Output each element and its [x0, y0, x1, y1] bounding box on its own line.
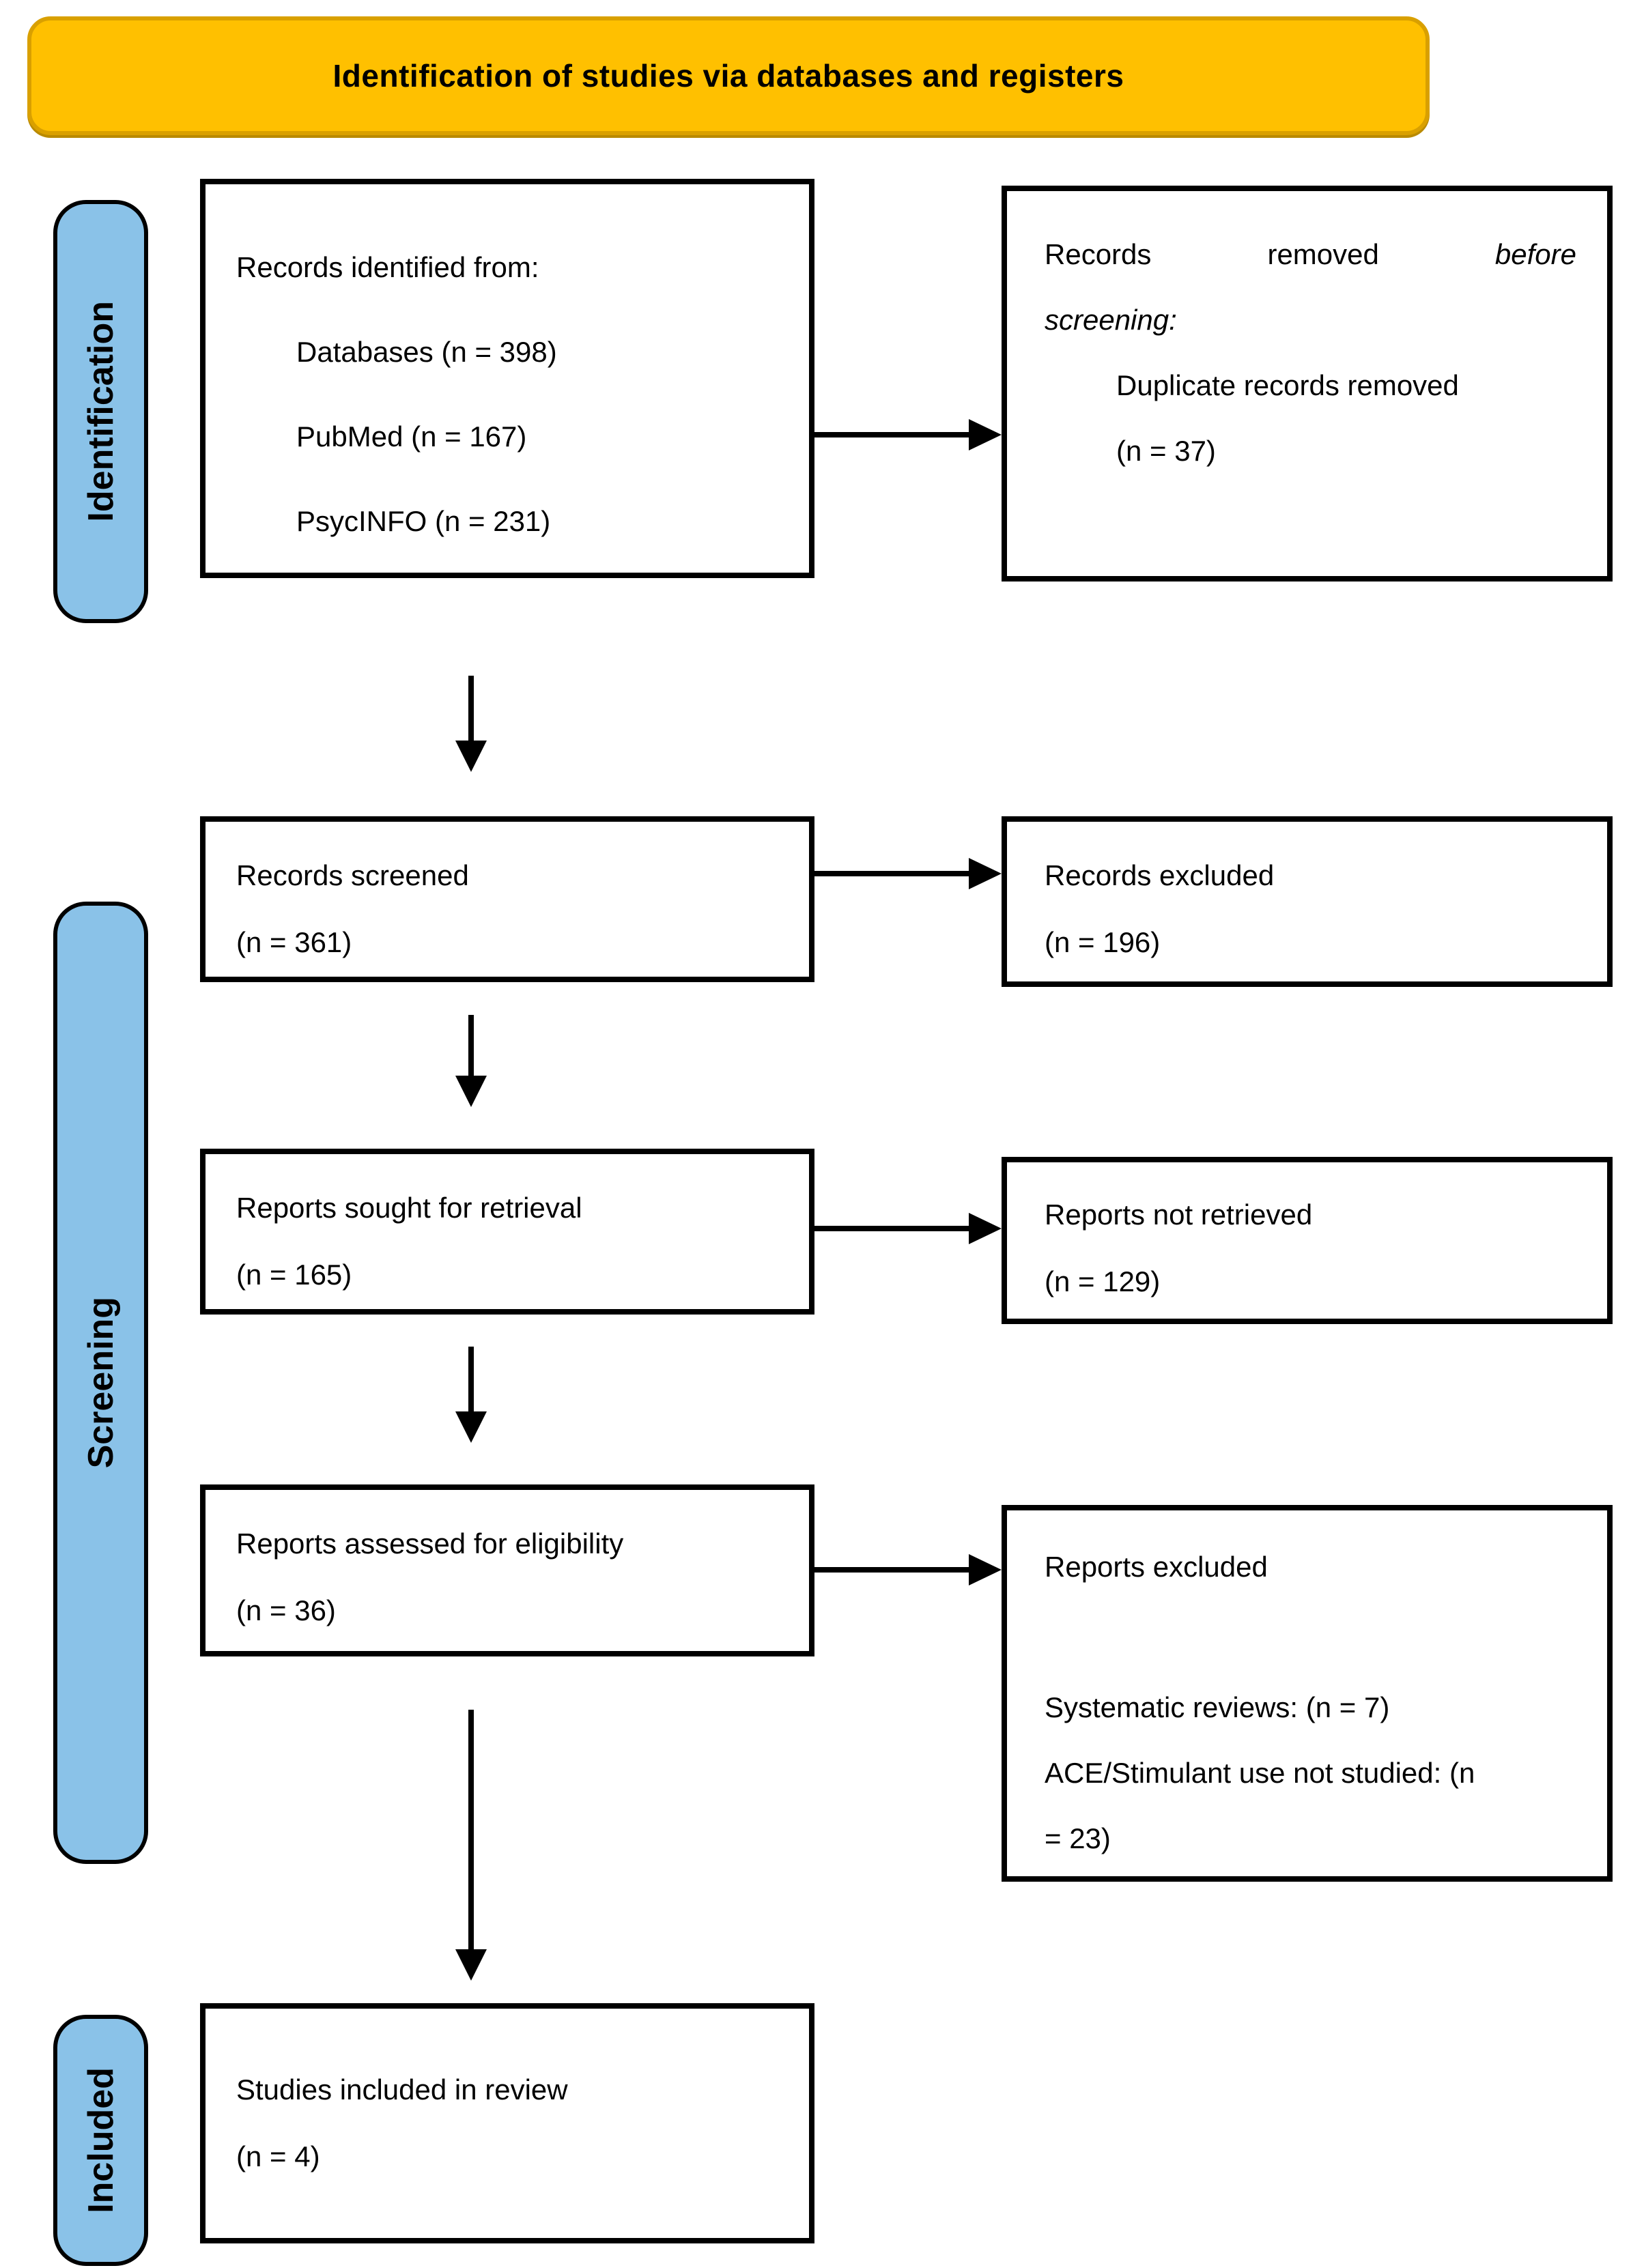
arrow-screened-to-excluded-line [814, 871, 970, 876]
records-identified-pubmed: PubMed (n = 167) [296, 420, 527, 453]
records-identified-title: Records identified from: [236, 251, 539, 283]
box-studies-included: Studies included in review (n = 4) [200, 2003, 814, 2243]
exclusion-reason-ace-stimulant-line2: = 23) [1045, 1822, 1111, 1854]
arrow-sought-to-not-retrieved-head [969, 1213, 1002, 1244]
reports-sought-label: Reports sought for retrieval [236, 1192, 582, 1224]
records-identified-psycinfo: PsycINFO (n = 231) [296, 505, 551, 537]
box-reports-excluded: Reports excluded Systematic reviews: (n … [1002, 1505, 1613, 1882]
records-identified-databases: Databases (n = 398) [296, 336, 557, 368]
records-excluded-label: Records excluded [1045, 859, 1275, 891]
records-removed-line2: screening: [1045, 304, 1177, 336]
records-removed-word3: before [1494, 238, 1576, 270]
studies-included-label: Studies included in review [236, 2073, 568, 2106]
box-records-removed: Records removed before screening: Duplic… [1002, 186, 1613, 582]
arrow-identified-to-removed-head [969, 419, 1002, 450]
arrow-assessed-to-excluded-head [969, 1554, 1002, 1585]
phase-label-included-text: Included [81, 2067, 121, 2213]
arrow-sought-to-not-retrieved-line [814, 1226, 970, 1231]
arrow-screened-to-excluded-head [969, 858, 1002, 889]
phase-label-identification: Identification [53, 200, 148, 623]
box-reports-assessed: Reports assessed for eligibility (n = 36… [200, 1484, 814, 1656]
records-removed-word1: Records [1045, 238, 1152, 270]
banner: Identification of studies via databases … [27, 16, 1430, 135]
phase-label-screening: Screening [53, 902, 148, 1864]
reports-assessed-label: Reports assessed for eligibility [236, 1527, 624, 1560]
exclusion-reason-systematic-reviews: Systematic reviews: (n = 7) [1045, 1691, 1390, 1723]
arrow-identified-to-screened-line [468, 676, 474, 741]
phase-label-included: Included [53, 2015, 148, 2266]
phase-label-identification-text: Identification [81, 301, 121, 522]
arrow-identified-to-removed-line [814, 432, 970, 437]
duplicates-removed-count: (n = 37) [1116, 435, 1216, 467]
banner-title: Identification of studies via databases … [332, 58, 1124, 94]
records-removed-line1: Records removed before [1045, 222, 1576, 287]
box-reports-not-retrieved: Reports not retrieved (n = 129) [1002, 1157, 1613, 1324]
reports-not-retrieved-count: (n = 129) [1045, 1265, 1161, 1297]
arrow-assessed-to-included-head [455, 1949, 487, 1981]
box-reports-sought: Reports sought for retrieval (n = 165) [200, 1149, 814, 1315]
box-records-excluded: Records excluded (n = 196) [1002, 816, 1613, 987]
box-records-screened: Records screened (n = 361) [200, 816, 814, 982]
arrow-sought-to-assessed-head [455, 1411, 487, 1443]
reports-assessed-count: (n = 36) [236, 1594, 336, 1626]
arrow-identified-to-screened-head [455, 741, 487, 772]
records-removed-word2: removed [1267, 238, 1379, 270]
exclusion-reason-ace-stimulant-line1: ACE/Stimulant use not studied: (n [1045, 1757, 1475, 1789]
arrow-sought-to-assessed-line [468, 1347, 474, 1411]
reports-sought-count: (n = 165) [236, 1259, 352, 1291]
studies-included-count: (n = 4) [236, 2140, 320, 2172]
reports-excluded-label: Reports excluded [1045, 1551, 1268, 1583]
arrow-screened-to-sought-line [468, 1015, 474, 1076]
arrow-assessed-to-excluded-line [814, 1567, 970, 1573]
reports-excluded-reasons: Systematic reviews: (n = 7) ACE/Stimulan… [1045, 1675, 1576, 1871]
box-records-identified: Records identified from: Databases (n = … [200, 179, 814, 578]
records-screened-label: Records screened [236, 859, 469, 891]
phase-label-screening-text: Screening [81, 1297, 121, 1469]
arrow-assessed-to-included-line [468, 1710, 474, 1949]
arrow-screened-to-sought-head [455, 1076, 487, 1107]
duplicates-removed-label: Duplicate records removed [1116, 369, 1459, 401]
reports-not-retrieved-label: Reports not retrieved [1045, 1198, 1313, 1231]
records-excluded-count: (n = 196) [1045, 926, 1161, 958]
records-screened-count: (n = 361) [236, 926, 352, 958]
